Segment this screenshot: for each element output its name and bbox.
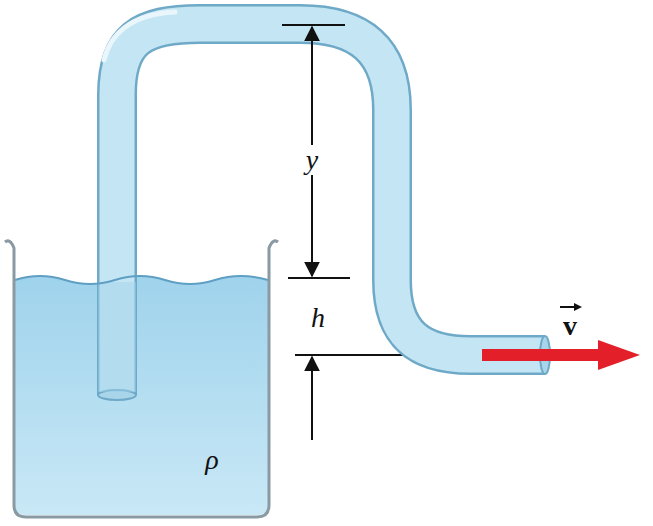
siphon-tube bbox=[98, 12, 550, 400]
water-surface bbox=[15, 276, 268, 284]
vector-overarrow bbox=[560, 303, 582, 311]
velocity-label: v bbox=[560, 311, 580, 341]
submerged-tint bbox=[98, 282, 136, 392]
dimension-tick bbox=[288, 277, 350, 279]
liquid bbox=[15, 276, 268, 515]
density-label: ρ bbox=[202, 445, 221, 475]
dimension-arrow bbox=[311, 357, 313, 440]
beaker bbox=[5, 241, 278, 517]
velocity-arrow bbox=[482, 340, 640, 370]
dimension-label: h bbox=[308, 303, 328, 333]
dimension-label: y bbox=[303, 145, 321, 175]
dimension-tick bbox=[282, 24, 345, 26]
